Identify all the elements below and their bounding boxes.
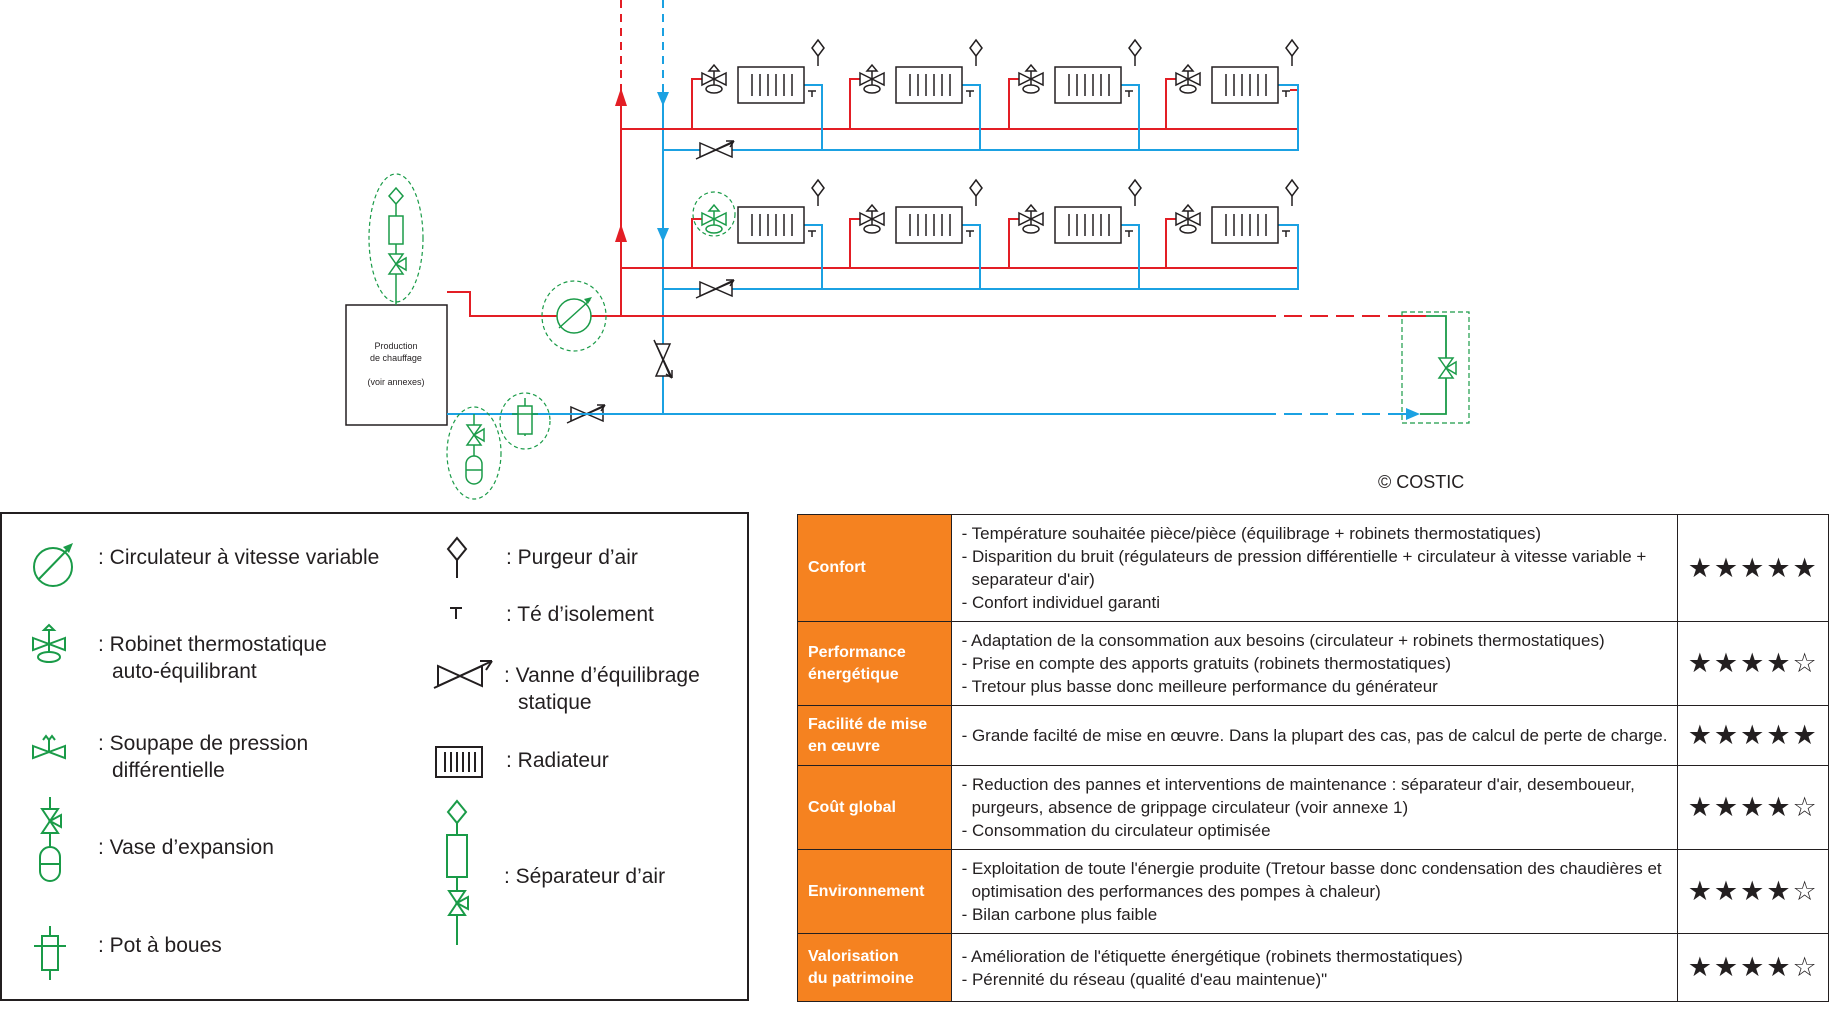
description-line: - Exploitation de toute l'énergie produi… <box>961 859 1662 878</box>
radiator-floor1-4 <box>1175 39 1299 104</box>
legend-balancing-label-2: statique <box>518 691 592 714</box>
expansion-vessel-icon <box>39 797 62 882</box>
legend-air-separator-label: : Séparateur d’air <box>504 865 666 888</box>
legend-trv-label-1: : Robinet thermostatique <box>98 633 327 656</box>
category-line: Coût global <box>808 798 896 816</box>
legend-expansion-label: : Vase d’expansion <box>98 836 274 859</box>
description-line: purgeurs, absence de grippage circulateu… <box>971 798 1409 817</box>
mud-pot-icon <box>34 926 66 980</box>
legend-radiator-label: : Radiateur <box>506 749 609 772</box>
legend-box: : Circulateur à vitesse variable : Robin… <box>0 512 749 1001</box>
boiler-label-3: (voir annexes) <box>367 377 424 387</box>
description-line: - Prise en compte des apports gratuits (… <box>961 654 1452 673</box>
criteria-description: - Reduction des pannes et interventions … <box>950 765 1679 850</box>
criteria-category: Facilité de mise en œuvre <box>797 705 952 766</box>
radiator-floor2-4 <box>1175 179 1299 244</box>
legend-diff-valve-label-2: différentielle <box>112 759 225 782</box>
boiler-label-1: Production <box>374 341 417 351</box>
description-line: - Confort individuel garanti <box>961 593 1161 612</box>
criteria-row: Facilité de mise en œuvre - Grande facilté… <box>797 705 1829 766</box>
radiator-floor2-3 <box>1018 179 1142 244</box>
criteria-row: Confort - Température souhaitée pièce/piè… <box>797 514 1829 622</box>
category-line: du patrimoine <box>808 969 914 987</box>
criteria-row: Coût global - Reduction des pannes et int… <box>797 765 1829 850</box>
description-line: - Disparition du bruit (régulateurs de p… <box>961 547 1647 566</box>
criteria-rating: ★★★★☆ <box>1677 933 1829 1002</box>
copyright-notice: © COSTIC <box>1378 472 1465 492</box>
criteria-description: - Adaptation de la consommation aux beso… <box>950 621 1679 706</box>
description-line: - Bilan carbone plus faible <box>961 905 1158 924</box>
category-line: Facilité de mise <box>808 715 928 733</box>
category-line: Valorisation <box>808 947 899 965</box>
description-line: separateur d'air) <box>971 570 1095 589</box>
criteria-row: Valorisation du patrimoine - Amélioration … <box>797 933 1829 1002</box>
criteria-description: - Température souhaitée pièce/pièce (équ… <box>950 514 1679 622</box>
legend-mud-pot-label: : Pot à boues <box>98 934 222 957</box>
criteria-rating: ★★★★★ <box>1677 514 1829 622</box>
criteria-row: Environnement - Exploitation de toute l'é… <box>797 849 1829 934</box>
category-line: en œuvre <box>808 737 881 755</box>
criteria-rating: ★★★★★ <box>1677 705 1829 766</box>
description-line: - Température souhaitée pièce/pièce (équ… <box>961 524 1542 543</box>
legend-balancing-label-1: : Vanne d’équilibrage <box>504 664 700 687</box>
variable-speed-pump-icon <box>33 543 73 587</box>
legend-air-vent-label: : Purgeur d’air <box>506 546 638 569</box>
description-line: - Reduction des pannes et interventions … <box>961 775 1635 794</box>
category-line: Environnement <box>808 882 925 900</box>
radiator-floor2-1 <box>701 179 825 244</box>
differential-pressure-valve-icon <box>32 734 66 760</box>
radiator-icon <box>435 746 483 778</box>
criteria-rating: ★★★★☆ <box>1677 765 1829 850</box>
criteria-rating: ★★★★☆ <box>1677 849 1829 934</box>
boiler <box>345 304 448 426</box>
radiator-floor1-2 <box>859 39 983 104</box>
radiator-floor1-1 <box>701 39 825 104</box>
radiator-floor2-2 <box>859 179 983 244</box>
criteria-category: Valorisation du patrimoine <box>797 933 952 1002</box>
legend-diff-valve-label-1: : Soupape de pression <box>98 732 309 755</box>
air-separator-icon <box>446 799 469 945</box>
isolation-tee-icon <box>450 607 462 619</box>
boiler-label-2: de chauffage <box>370 353 422 363</box>
criteria-table: Confort - Température souhaitée pièce/piè… <box>797 514 1829 1002</box>
criteria-description: - Grande facilté de mise en œuvre. Dans … <box>950 705 1679 766</box>
category-line: Confort <box>808 559 866 576</box>
circulator-pump <box>541 280 607 352</box>
criteria-rating: ★★★★☆ <box>1677 621 1829 706</box>
heating-network-diagram: Production de chauffage (voir annexes) <box>345 0 1470 500</box>
description-line: - Adaptation de la consommation aux beso… <box>961 631 1605 650</box>
criteria-description: - Amélioration de l'étiquette énergétiqu… <box>950 933 1679 1002</box>
balancing-valve-icon <box>433 660 493 689</box>
description-line: - Consommation du circulateur optimisée <box>961 821 1271 840</box>
legend-tee-label: : Té d’isolement <box>506 603 654 626</box>
criteria-category: Environnement <box>797 849 952 934</box>
description-line: - Grande facilté de mise en œuvre. Dans … <box>961 726 1668 745</box>
air-vent-icon <box>446 536 468 578</box>
criteria-category: Confort <box>797 514 952 622</box>
criteria-category: Coût global <box>797 765 952 850</box>
category-line: énergétique <box>808 665 899 683</box>
description-line: - Pérennité du réseau (qualité d'eau mai… <box>961 969 1328 989</box>
description-line: - Tretour plus basse donc meilleure perf… <box>961 677 1438 696</box>
description-line: optimisation des performances des pompes… <box>971 882 1381 901</box>
legend-trv-label-2: auto-équilibrant <box>112 660 257 683</box>
criteria-category: Performance énergétique <box>797 621 952 706</box>
radiator-floor1-3 <box>1018 39 1142 104</box>
criteria-row: Performance énergétique - Adaptation de la… <box>797 621 1829 706</box>
criteria-description: - Exploitation de toute l'énergie produi… <box>950 849 1679 934</box>
thermostatic-valve-icon <box>32 623 66 663</box>
legend-pump-label: : Circulateur à vitesse variable <box>98 546 380 569</box>
description-line: - Amélioration de l'étiquette énergétiqu… <box>961 946 1463 966</box>
category-line: Performance <box>808 643 906 661</box>
